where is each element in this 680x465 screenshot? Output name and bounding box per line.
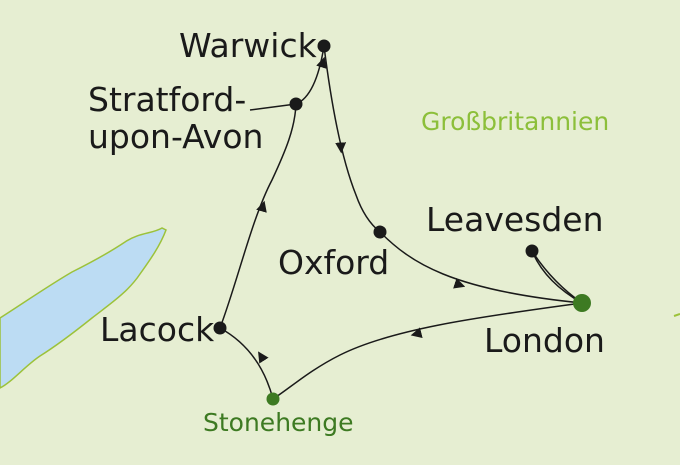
stonehenge-label: Stonehenge [203,408,354,437]
london-label: London [484,321,605,360]
warwick-label: Warwick [179,26,318,65]
london-marker [573,294,591,312]
stratford-pointer-line [249,103,297,111]
stratford-marker [289,97,303,111]
stratford-label-line2: upon-Avon [88,117,263,156]
coast-mark [673,313,680,317]
route-stonehenge-lacock [219,327,274,400]
oxford-marker [373,225,387,239]
lacock-marker [213,321,227,335]
country-label: Großbritannien [421,107,609,136]
route-london-stonehenge [272,302,583,400]
route-warwick-oxford [323,45,381,233]
route-oxford-london [379,231,583,304]
warwick-marker [317,39,331,53]
oxford-label: Oxford [278,243,389,282]
water-estuary [0,227,167,389]
stonehenge-marker [266,392,280,406]
leavesden-label: Leavesden [426,200,604,239]
leavesden-marker [525,244,539,258]
route-lacock-stratford [219,103,297,329]
lacock-label: Lacock [100,310,215,349]
stratford-label-line1: Stratford- [88,80,246,119]
